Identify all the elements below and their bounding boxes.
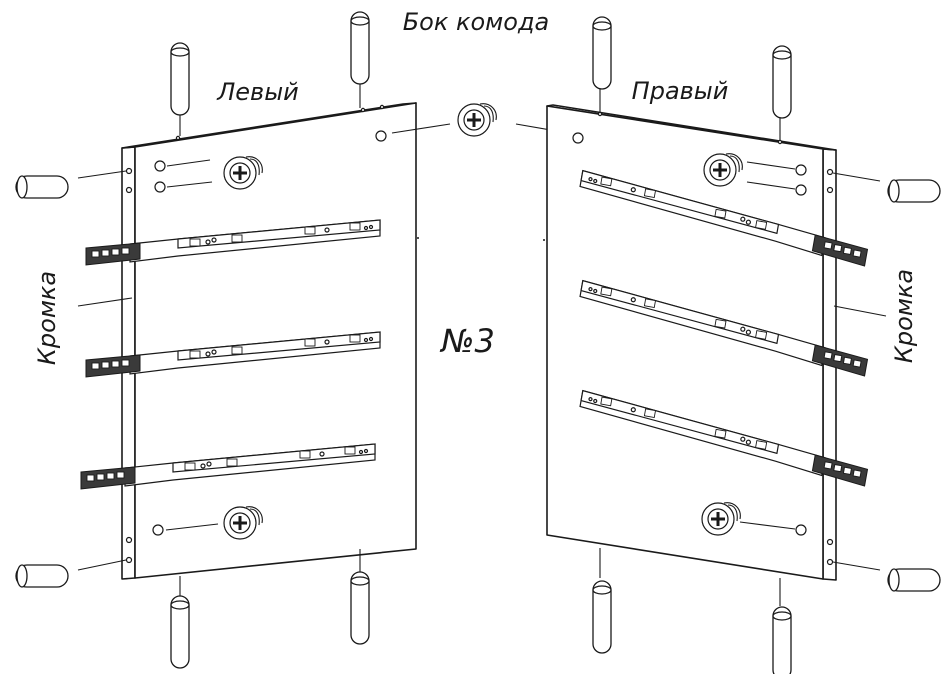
left-panel (77, 76, 417, 604)
number-label: №3 (439, 322, 495, 360)
title-label: Бок комода (403, 8, 550, 36)
edge-label-right: Кромка (890, 269, 918, 363)
dowel-icon (887, 568, 941, 592)
edge-label-left: Кромка (33, 271, 61, 365)
dowel-icon (887, 179, 941, 203)
dowel-icon (772, 606, 792, 674)
right-panel (546, 82, 887, 606)
dowel-icon (350, 11, 370, 85)
dowel-icon (350, 571, 370, 645)
cam-lock-icon (457, 103, 497, 137)
left-label: Левый (216, 78, 299, 106)
dowel-icon (170, 42, 190, 116)
right-label: Правый (632, 77, 729, 105)
dowel-icon (592, 580, 612, 654)
dowel-icon (170, 595, 190, 669)
dowel-icon (772, 45, 792, 119)
dowel-icon (15, 564, 69, 588)
dowel-icon (15, 175, 69, 199)
dowel-icon (592, 16, 612, 90)
